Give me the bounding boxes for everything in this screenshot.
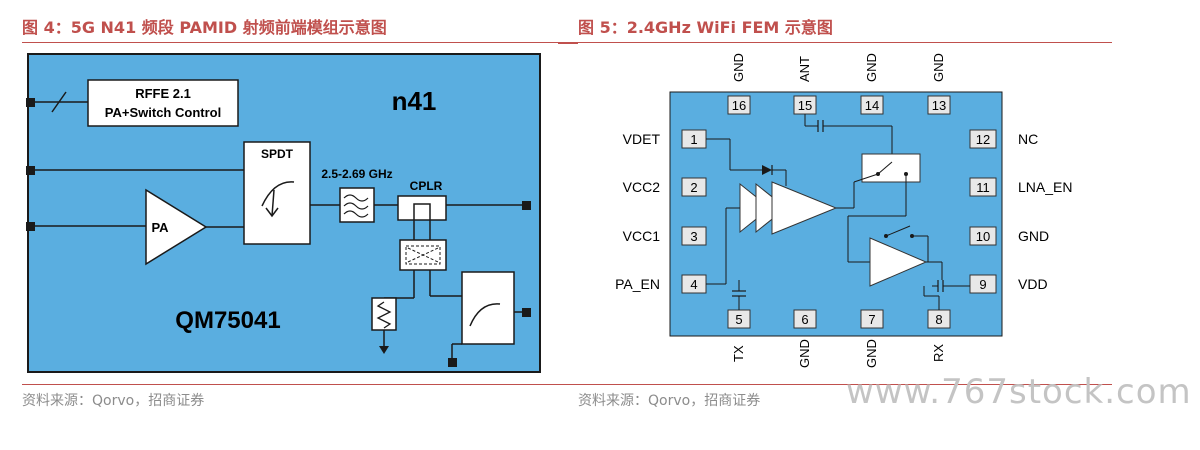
- port-coupled-out: [522, 308, 531, 317]
- cplr-label: CPLR: [410, 179, 443, 193]
- detector-diode-icon: [762, 165, 772, 175]
- svg-text:1: 1: [690, 132, 697, 147]
- wifi-fem-diagram: 16 GND 15 ANT 14 GND 13 GND 1 VDET 2 VCC…: [615, 53, 1072, 368]
- svg-text:VCC2: VCC2: [623, 179, 661, 195]
- bottom-pin-8: 8 RX: [927, 309, 951, 362]
- spdt-switch: [243, 141, 311, 245]
- port-line2: [26, 166, 35, 175]
- right-bottom-rule: [578, 384, 1112, 385]
- port-cpl: [448, 358, 457, 367]
- part-number: QM75041: [175, 307, 280, 334]
- filter-wave-icon: [343, 194, 369, 218]
- svg-text:8: 8: [935, 312, 942, 327]
- figure-5-title: 图 5：2.4GHz WiFi FEM 示意图: [578, 18, 833, 37]
- bottom-pin-6: 6 GND: [793, 309, 817, 368]
- top-pin-14: 14 GND: [860, 53, 884, 115]
- svg-text:GND: GND: [864, 53, 879, 82]
- rffe-box: [87, 79, 239, 127]
- svg-text:16: 16: [732, 98, 746, 113]
- bottom-pin-5: 5 TX: [727, 309, 751, 362]
- title-rule-accent: [558, 42, 578, 44]
- svg-text:VDD: VDD: [1018, 276, 1048, 292]
- rffe-line2: PA+Switch Control: [105, 105, 221, 120]
- fem-chip: [669, 91, 1003, 337]
- site-watermark: www.767stock.com: [846, 372, 1192, 412]
- svg-text:VCC1: VCC1: [623, 228, 661, 244]
- pa-stage-3: [771, 181, 838, 235]
- svg-text:15: 15: [798, 98, 812, 113]
- left-pin-1: 1 VDET: [623, 129, 707, 149]
- lna-bypass-switch: [885, 225, 911, 237]
- rffe-line1: RFFE 2.1: [135, 86, 191, 101]
- svg-text:4: 4: [690, 277, 697, 292]
- left-pin-2: 2 VCC2: [623, 177, 707, 197]
- svg-text:GND: GND: [731, 53, 746, 82]
- svg-text:9: 9: [979, 277, 986, 292]
- svg-text:13: 13: [932, 98, 946, 113]
- band-label: n41: [392, 86, 437, 116]
- right-pin-10: 10 GND: [969, 226, 1049, 246]
- bus-slash: [51, 91, 67, 113]
- svg-text:LNA_EN: LNA_EN: [1018, 179, 1072, 195]
- svg-text:GND: GND: [931, 53, 946, 82]
- svg-text:VDET: VDET: [623, 131, 661, 147]
- coupled-port-switch: [461, 271, 515, 345]
- pa-stage-2: [755, 182, 787, 234]
- svg-text:GND: GND: [797, 339, 812, 368]
- right-pin-9: 9 VDD: [969, 274, 1048, 294]
- svg-text:3: 3: [690, 229, 697, 244]
- right-pin-11: 11 LNA_EN: [969, 177, 1072, 197]
- svg-text:6: 6: [801, 312, 808, 327]
- left-title-rule: [22, 42, 578, 43]
- left-pin-3: 3 VCC1: [623, 226, 707, 246]
- switch2-arc-icon: [469, 303, 501, 327]
- lna-amplifier: [869, 237, 928, 287]
- top-pin-13: 13 GND: [927, 53, 951, 115]
- svg-text:2: 2: [690, 180, 697, 195]
- svg-text:12: 12: [976, 132, 990, 147]
- svg-text:GND: GND: [864, 339, 879, 368]
- figure-4-title: 图 4：5G N41 频段 PAMID 射频前端模组示意图: [22, 18, 387, 37]
- tr-switch: [861, 153, 921, 183]
- svg-text:11: 11: [976, 180, 990, 195]
- right-source: 资料来源：Qorvo，招商证券: [578, 393, 761, 409]
- port-control: [26, 98, 35, 107]
- right-title-rule: [578, 42, 1112, 43]
- freq-label: 2.5-2.69 GHz: [321, 167, 392, 181]
- svg-text:GND: GND: [1018, 228, 1049, 244]
- svg-text:5: 5: [735, 312, 742, 327]
- svg-text:14: 14: [865, 98, 879, 113]
- spdt-label: SPDT: [261, 147, 294, 161]
- svg-text:TX: TX: [731, 345, 746, 362]
- svg-text:PA_EN: PA_EN: [615, 276, 660, 292]
- port-ant: [522, 201, 531, 210]
- ground-arrow-icon: [379, 346, 389, 354]
- top-pin-15: 15 ANT: [793, 56, 817, 115]
- left-bottom-rule: [22, 384, 578, 385]
- bottom-pin-7: 7 GND: [860, 309, 884, 368]
- pa-label: PA: [151, 220, 169, 235]
- svg-text:RX: RX: [931, 344, 946, 362]
- pa-triangle: [145, 188, 208, 266]
- port-pa-in: [26, 222, 35, 231]
- pamid-diagram: RFFE 2.1 PA+Switch Control n41 SPDT PA 2…: [26, 53, 541, 373]
- top-pin-16: 16 GND: [727, 53, 751, 115]
- svg-text:NC: NC: [1018, 131, 1038, 147]
- svg-text:10: 10: [976, 229, 990, 244]
- left-source: 资料来源：Qorvo，招商证券: [22, 393, 205, 409]
- termination-resistor: [371, 297, 397, 331]
- coupler-box: [397, 195, 447, 221]
- svg-text:7: 7: [868, 312, 875, 327]
- switch-arc-icon: [261, 181, 295, 207]
- svg-text:ANT: ANT: [797, 56, 812, 82]
- right-pin-12: 12 NC: [969, 129, 1038, 149]
- left-pin-4: 4 PA_EN: [615, 274, 707, 294]
